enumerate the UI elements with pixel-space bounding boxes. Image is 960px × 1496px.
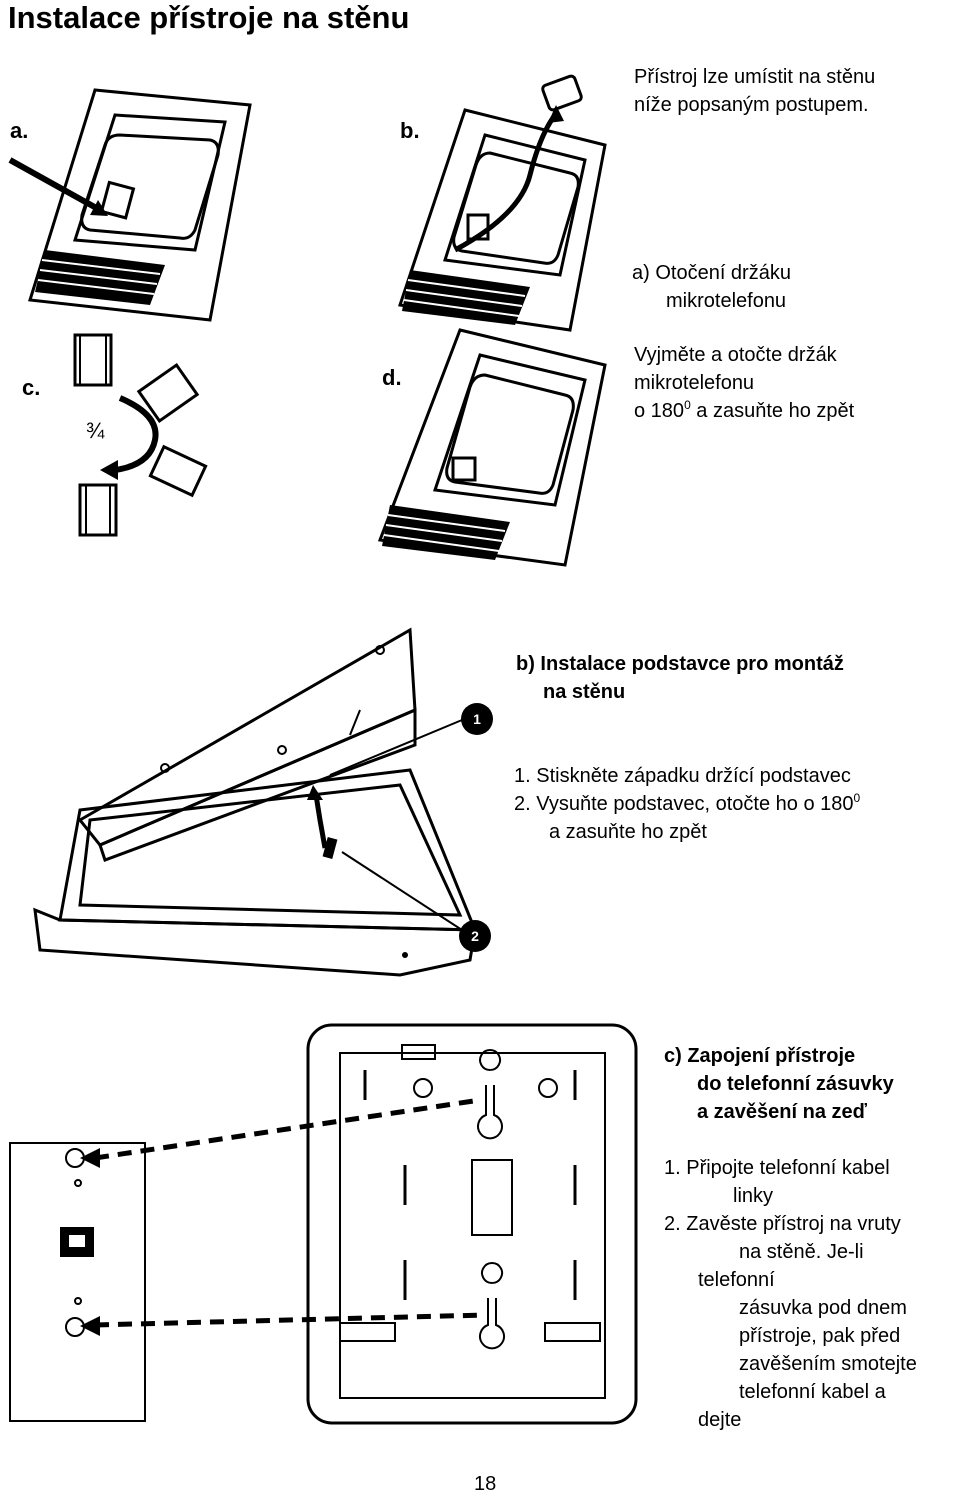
section-c-heading-2: do telefonní zásuvky [697,1073,894,1095]
section-b-heading-2: na stěnu [543,681,626,703]
section-b-step-2-cont: a zasuňte ho zpět [549,821,707,843]
section-c-line-7: přístroje, pak před [739,1325,901,1347]
page-number: 18 [474,1473,497,1495]
section-b-step-2: 2. Vysuňte podstavec, otočte ho o 1800 [514,791,861,815]
badge-pointer-lines [329,719,463,931]
figure-label-c: c. [22,375,41,400]
section-a-heading-2: mikrotelefonu [666,290,787,312]
badge-2: 2 [459,920,491,952]
section-c-line-1: 1. Připojte telefonní kabel [664,1157,890,1179]
svg-text:1: 1 [473,711,481,727]
section-c-line-3: 2. Zavěste přístroj na vruty [664,1213,901,1235]
section-c-heading-3: a zavěšení na zeď [697,1101,868,1123]
figure-wall-mount-back [9,1023,638,1425]
intro-line-1: Přístroj lze umístit na stěnu [634,66,876,88]
figure-label-d: d. [382,365,402,390]
page-title: Instalace přístroje na stěnu [8,0,410,35]
figure-d-cradle [377,328,607,567]
figure-label-b: b. [400,118,420,143]
figure-a-cradle [8,88,252,322]
section-a-body-3: o 1800 a zasuňte ho zpět [634,398,855,422]
section-c-heading-1: c) Zapojení přístroje [664,1045,856,1067]
section-a-body-2: mikrotelefonu [634,372,755,394]
fraction-label: ¾ [86,418,105,443]
section-b-heading-1: b) Instalace podstavce pro montáž [516,653,844,675]
svg-text:2: 2 [471,928,479,944]
figure-b-cradle [398,74,607,332]
section-b-step-1: 1. Stiskněte západku držící podstavec [514,765,851,787]
figure-label-a: a. [10,118,29,143]
section-a-body-1: Vyjměte a otočte držák [634,344,837,366]
section-c-line-2: linky [733,1185,774,1207]
section-c-line-6: zásuvka pod dnem [739,1297,907,1319]
section-c-line-9: telefonní kabel a [739,1381,886,1403]
figure-c-rotation [73,333,208,537]
section-c-line-10: dejte [698,1409,742,1431]
section-c-line-4: na stěně. Je-li [739,1241,864,1263]
intro-line-2: níže popsaným postupem. [634,94,869,116]
section-a-heading-1: a) Otočení držáku [632,262,791,284]
section-c-line-8: zavěšením smotejte [739,1353,917,1375]
section-c-line-5: telefonní [698,1269,775,1291]
badge-1: 1 [461,703,493,735]
